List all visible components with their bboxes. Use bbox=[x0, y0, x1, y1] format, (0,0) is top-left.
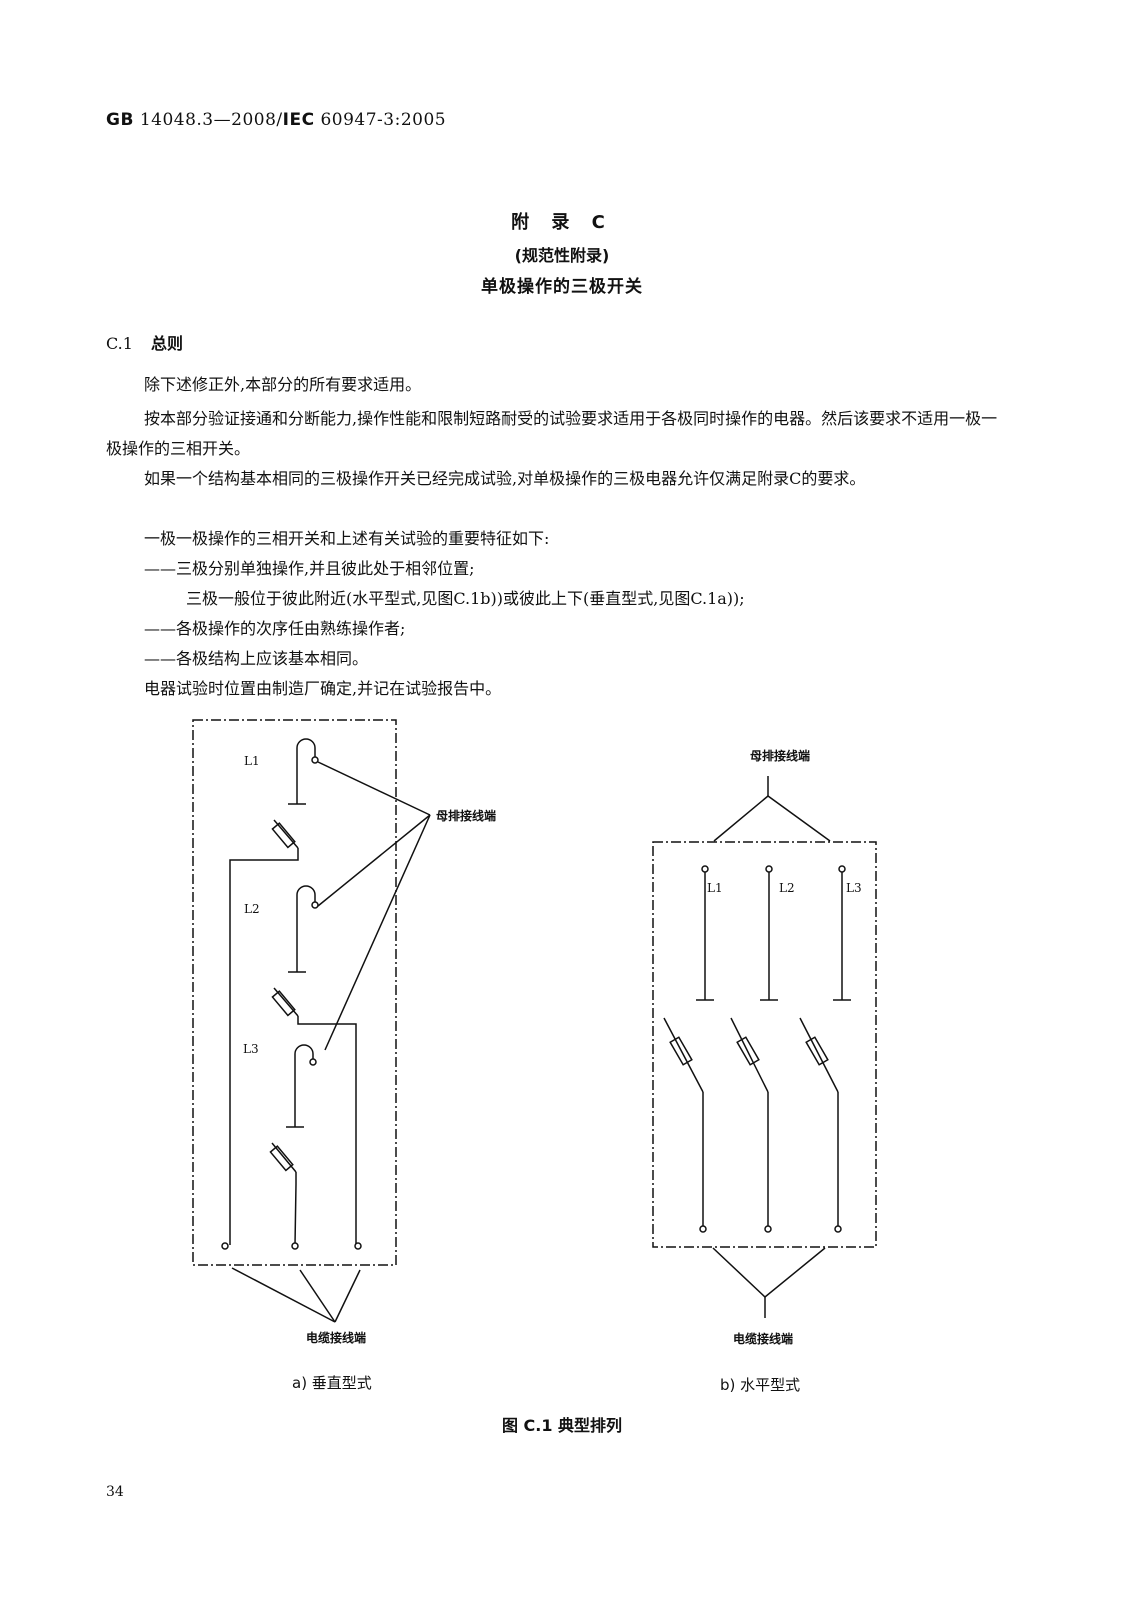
label-b-l1: L1 bbox=[707, 881, 723, 895]
pole-a-l3 bbox=[269, 1044, 317, 1250]
label-a-l3: L3 bbox=[243, 1042, 259, 1056]
paragraph-5: 电器试验时位置由制造厂确定,并记在试验报告中。 bbox=[144, 679, 502, 698]
figure-caption: 图 C.1 典型排列 bbox=[501, 1416, 623, 1435]
pole-a-l2 bbox=[271, 885, 362, 1250]
std-iec-prefix: IEC bbox=[282, 110, 315, 130]
label-b-busbar: 母排接线端 bbox=[750, 748, 810, 763]
label-a-l2: L2 bbox=[244, 902, 260, 916]
annex-type: (规范性附录) bbox=[514, 246, 610, 265]
section-number: C.1 bbox=[106, 334, 133, 353]
paragraph-4: 一极一极操作的三相开关和上述有关试验的重要特征如下: bbox=[144, 529, 550, 548]
label-a-busbar: 母排接线端 bbox=[436, 808, 496, 823]
standard-code: GB 14048.3—2008/IEC 60947-3:2005 bbox=[106, 110, 446, 130]
leader-b-cable bbox=[712, 1247, 826, 1298]
paragraph-1: 除下述修正外,本部分的所有要求适用。 bbox=[144, 375, 422, 394]
leader-b-busbar bbox=[713, 795, 831, 842]
label-b-l2: L2 bbox=[779, 881, 795, 895]
annex-title: 单极操作的三极开关 bbox=[481, 277, 643, 297]
list-item-3: ——各极结构上应该基本相同。 bbox=[144, 649, 369, 668]
label-b-cable: 电缆接线端 bbox=[733, 1331, 793, 1346]
std-code: 14048.3—2008/ bbox=[139, 110, 283, 130]
annex-label: 附 录 C bbox=[511, 212, 613, 233]
section-title: 总则 bbox=[150, 334, 183, 353]
caption-a: a) 垂直型式 bbox=[292, 1374, 372, 1392]
leader-a-cable-3 bbox=[334, 1269, 361, 1323]
std-iec-code: 60947-3:2005 bbox=[320, 110, 447, 130]
list-item-1-detail: 三极一般位于彼此附近(水平型式,见图C.1b))或彼此上下(垂直型式,见图C.1… bbox=[186, 589, 745, 608]
label-a-cable: 电缆接线端 bbox=[306, 1330, 366, 1345]
figure-b-horizontal bbox=[652, 776, 877, 1318]
leader-a-cable-2 bbox=[299, 1269, 336, 1323]
pole-b-l1 bbox=[663, 865, 714, 1233]
figure-a-vertical bbox=[192, 719, 431, 1323]
paragraph-2: 按本部分验证接通和分断能力,操作性能和限制短路耐受的试验要求适用于各极同时操作的… bbox=[106, 409, 998, 458]
label-b-l3: L3 bbox=[846, 881, 862, 895]
enclosure-a bbox=[192, 719, 397, 1266]
enclosure-b bbox=[652, 841, 877, 1248]
leader-a-busbar-2 bbox=[317, 814, 431, 907]
section-heading: C.1 总则 bbox=[106, 330, 183, 354]
std-prefix: GB bbox=[106, 110, 134, 130]
leader-a-cable-1 bbox=[231, 1267, 336, 1323]
list-item-2: ——各极操作的次序任由熟练操作者; bbox=[144, 619, 406, 638]
pole-b-l2 bbox=[730, 865, 778, 1233]
leader-a-busbar-1 bbox=[317, 761, 431, 816]
pole-b-l3 bbox=[799, 865, 851, 1233]
label-a-l1: L1 bbox=[244, 754, 260, 768]
figure-c1-diagram: L1 L2 L3 L1 L2 L3 母排接线端 电缆接线端 母排接线端 电缆接线… bbox=[192, 719, 877, 1394]
pole-a-l1 bbox=[221, 738, 319, 1250]
leader-a-busbar-3 bbox=[324, 814, 431, 1051]
list-item-1: ——三极分别单独操作,并且彼此处于相邻位置; bbox=[144, 559, 475, 578]
page-number: 34 bbox=[106, 1484, 124, 1500]
caption-b: b) 水平型式 bbox=[720, 1376, 800, 1394]
paragraph-3: 如果一个结构基本相同的三极操作开关已经完成试验,对单极操作的三极电器允许仅满足附… bbox=[144, 469, 866, 488]
